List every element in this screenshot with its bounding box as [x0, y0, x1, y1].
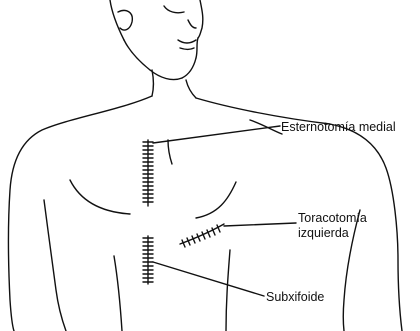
label-left-thoracotomy-line2: izquierda [298, 226, 349, 240]
leader-line-subxiphoid [153, 262, 264, 296]
label-left-thoracotomy-line1: Toracotomía [298, 211, 367, 225]
label-subxiphoid: Subxifoide [266, 290, 324, 304]
head-outline [110, 0, 203, 80]
leader-line-thoracotomy [224, 223, 296, 226]
label-median-sternotomy: Esternotomía medial [281, 120, 396, 134]
sternotomy-incision [143, 140, 153, 206]
leader-line-sternotomy [153, 126, 280, 143]
neck-outline [152, 70, 196, 98]
subxiphoid-incision [143, 236, 153, 284]
thoracotomy-incision [180, 224, 224, 247]
